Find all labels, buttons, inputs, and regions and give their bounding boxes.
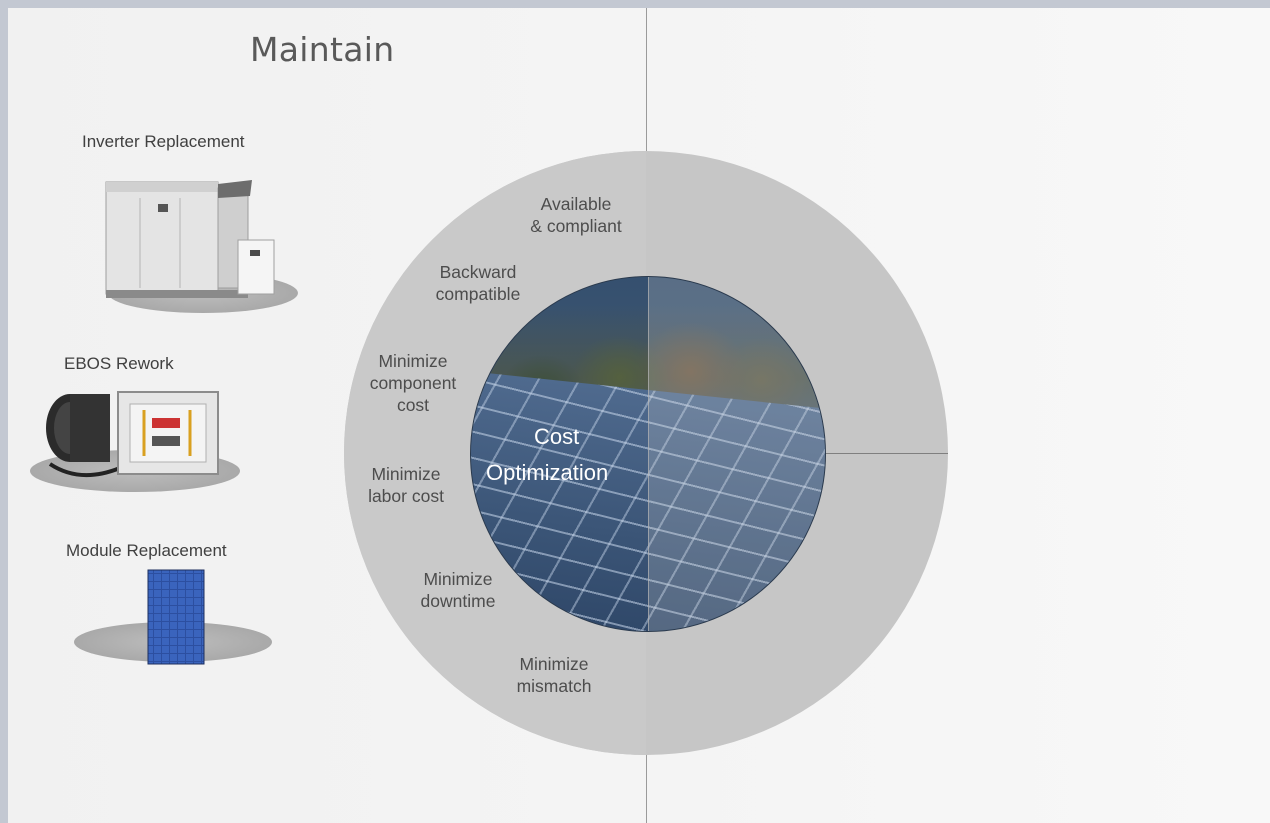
- ebos-icon: [30, 388, 242, 494]
- slide: Maintain Inverter Replacement EBOS Rewor…: [8, 8, 1270, 823]
- solar-module-icon: [74, 566, 274, 666]
- module-replacement-label: Module Replacement: [66, 541, 227, 560]
- ebos-rework-label: EBOS Rework: [64, 354, 174, 373]
- inverter-replacement-label: Inverter Replacement: [82, 132, 245, 151]
- center-label-line1: Cost: [534, 424, 580, 449]
- center-label-line2: Optimization: [486, 460, 609, 485]
- solar-photo-circle: [470, 276, 826, 632]
- ring-label-available: Available& compliant: [530, 194, 622, 236]
- slide-title: Maintain: [250, 30, 395, 69]
- ring-divider: [822, 453, 948, 454]
- inverter-icon: [100, 168, 300, 314]
